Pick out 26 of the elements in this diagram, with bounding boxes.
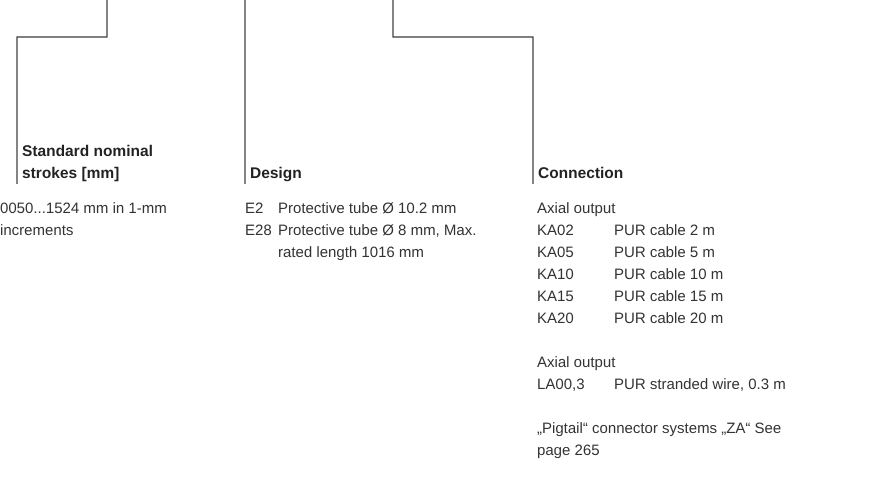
connection-description: PUR cable 2 m — [614, 221, 716, 241]
connection-code: KA02 — [537, 221, 575, 241]
connection-code: KA05 — [537, 243, 575, 263]
leader-line — [244, 0, 246, 184]
design-code: E2 — [245, 199, 264, 219]
section-heading: Axial output — [537, 199, 616, 219]
column-heading: Standard nominal strokes [mm] — [17, 141, 202, 185]
design-description: Protective tube Ø 8 mm, Max. rated length 1016 mm — [278, 221, 478, 263]
section-heading: Axial output — [537, 353, 616, 373]
connection-description: PUR cable 10 m — [614, 265, 724, 285]
design-description: Protective tube Ø 10.2 mm — [278, 199, 458, 219]
column-heading: Design — [245, 163, 370, 185]
connection-code: KA20 — [537, 309, 575, 329]
design-code: E28 — [245, 221, 273, 241]
connection-description: PUR cable 5 m — [614, 243, 716, 263]
connection-description: PUR cable 15 m — [614, 287, 724, 307]
connection-description: PUR cable 20 m — [614, 309, 724, 329]
connection-code: KA10 — [537, 265, 575, 285]
connection-code: KA15 — [537, 287, 575, 307]
column-heading: Connection — [533, 163, 688, 185]
leader-line — [16, 0, 108, 184]
connection-code: LA00,3 — [537, 375, 586, 395]
leader-line — [392, 0, 534, 184]
connection-description: PUR stranded wire, 0.3 m — [614, 375, 787, 395]
stroke-range-text: 0050...1524 mm in 1-mm increments — [0, 199, 168, 241]
reference-note: „Pigtail“ connector systems „ZA“ See page 265 — [537, 419, 782, 461]
